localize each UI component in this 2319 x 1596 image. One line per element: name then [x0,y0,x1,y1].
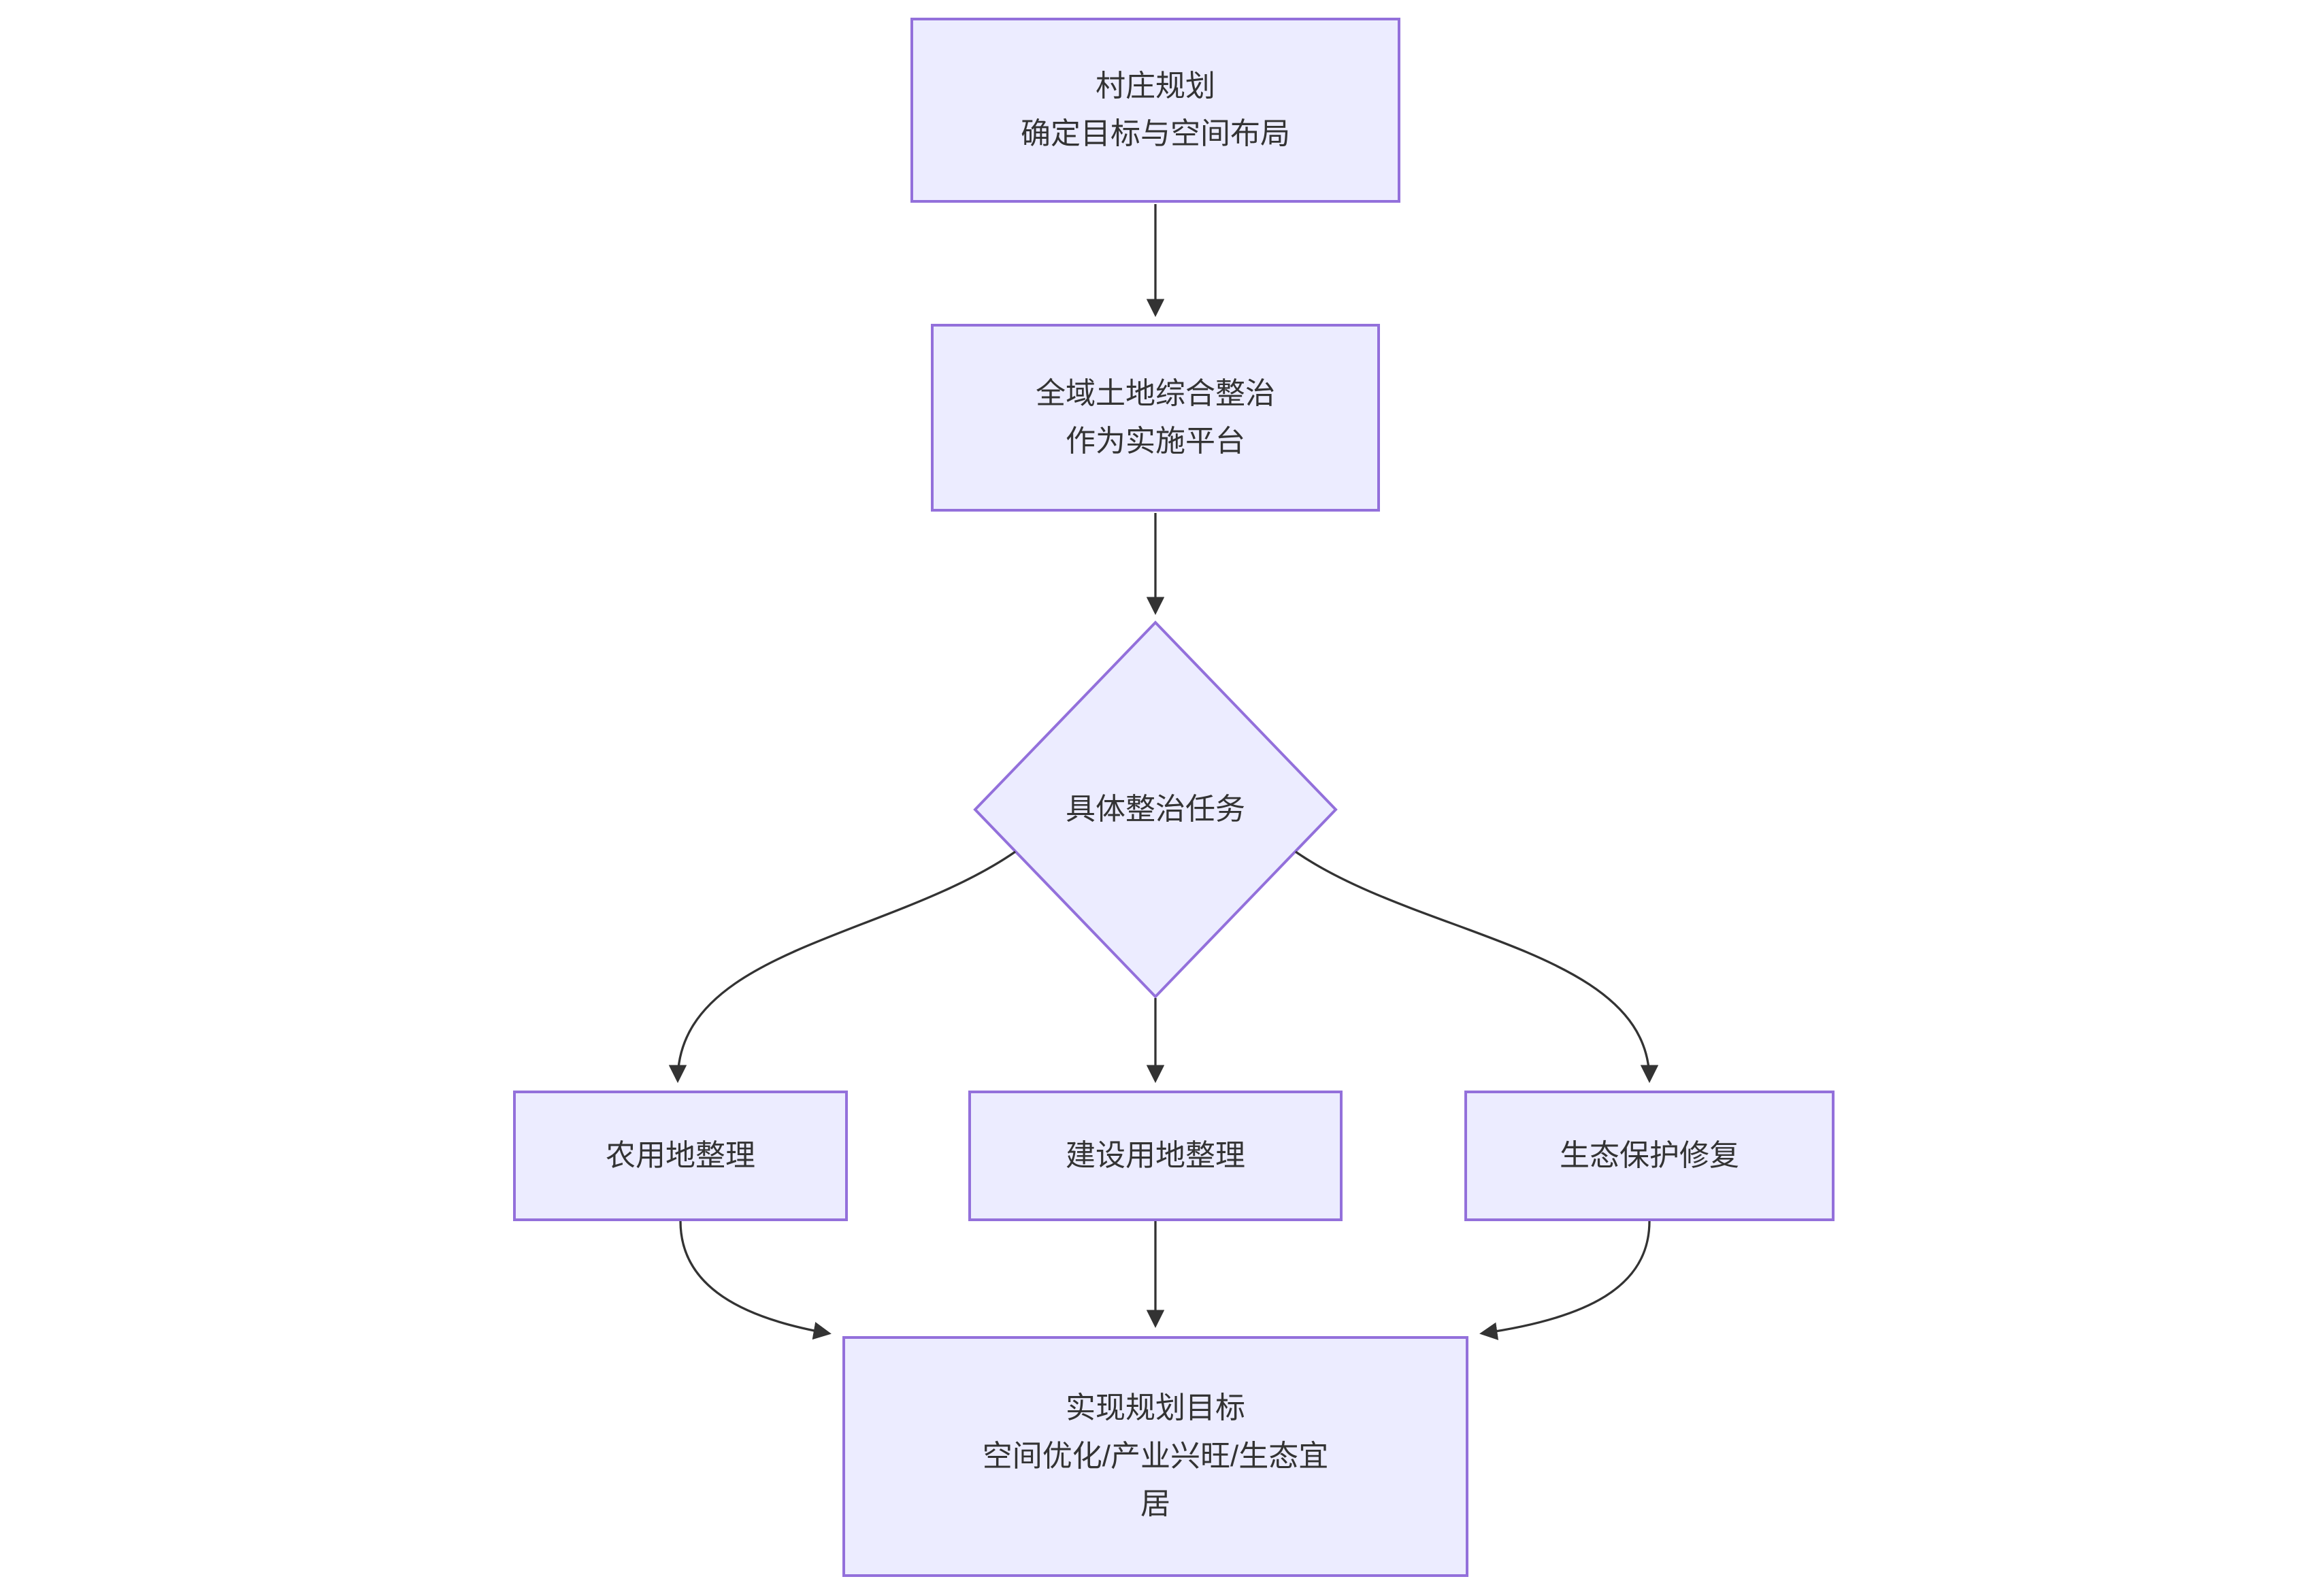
node-farmland-label: 农用地整理 [606,1138,755,1172]
node-tasks: 具体整治任务 [975,622,1336,997]
node-ecology-label: 生态保护修复 [1560,1138,1739,1172]
edge-farmland-goal [679,1220,832,1340]
node-planning: 村庄规划 确定目标与空间布局 [910,18,1400,203]
node-construction: 建设用地整理 [968,1091,1343,1221]
node-platform: 全域土地综合整治 作为实施平台 [931,324,1380,512]
node-tasks-label: 具体整治任务 [1066,792,1245,826]
node-platform-label: 全域土地综合整治 作为实施平台 [1036,376,1275,458]
edge-tasks-farmland [668,850,1016,1083]
node-ecology: 生态保护修复 [1464,1091,1835,1221]
edge-ecology-goal [1479,1220,1651,1340]
node-farmland: 农用地整理 [513,1091,848,1221]
node-goal-label: 实现规划目标 空间优化/产业兴旺/生态宜 居 [982,1391,1329,1521]
node-goal: 实现规划目标 空间优化/产业兴旺/生态宜 居 [842,1336,1468,1577]
node-planning-label: 村庄规划 确定目标与空间布局 [1021,69,1290,150]
node-construction-label: 建设用地整理 [1066,1138,1245,1172]
edge-tasks-ecology [1295,850,1659,1083]
node-tasks-diamond-shape [973,620,1338,999]
